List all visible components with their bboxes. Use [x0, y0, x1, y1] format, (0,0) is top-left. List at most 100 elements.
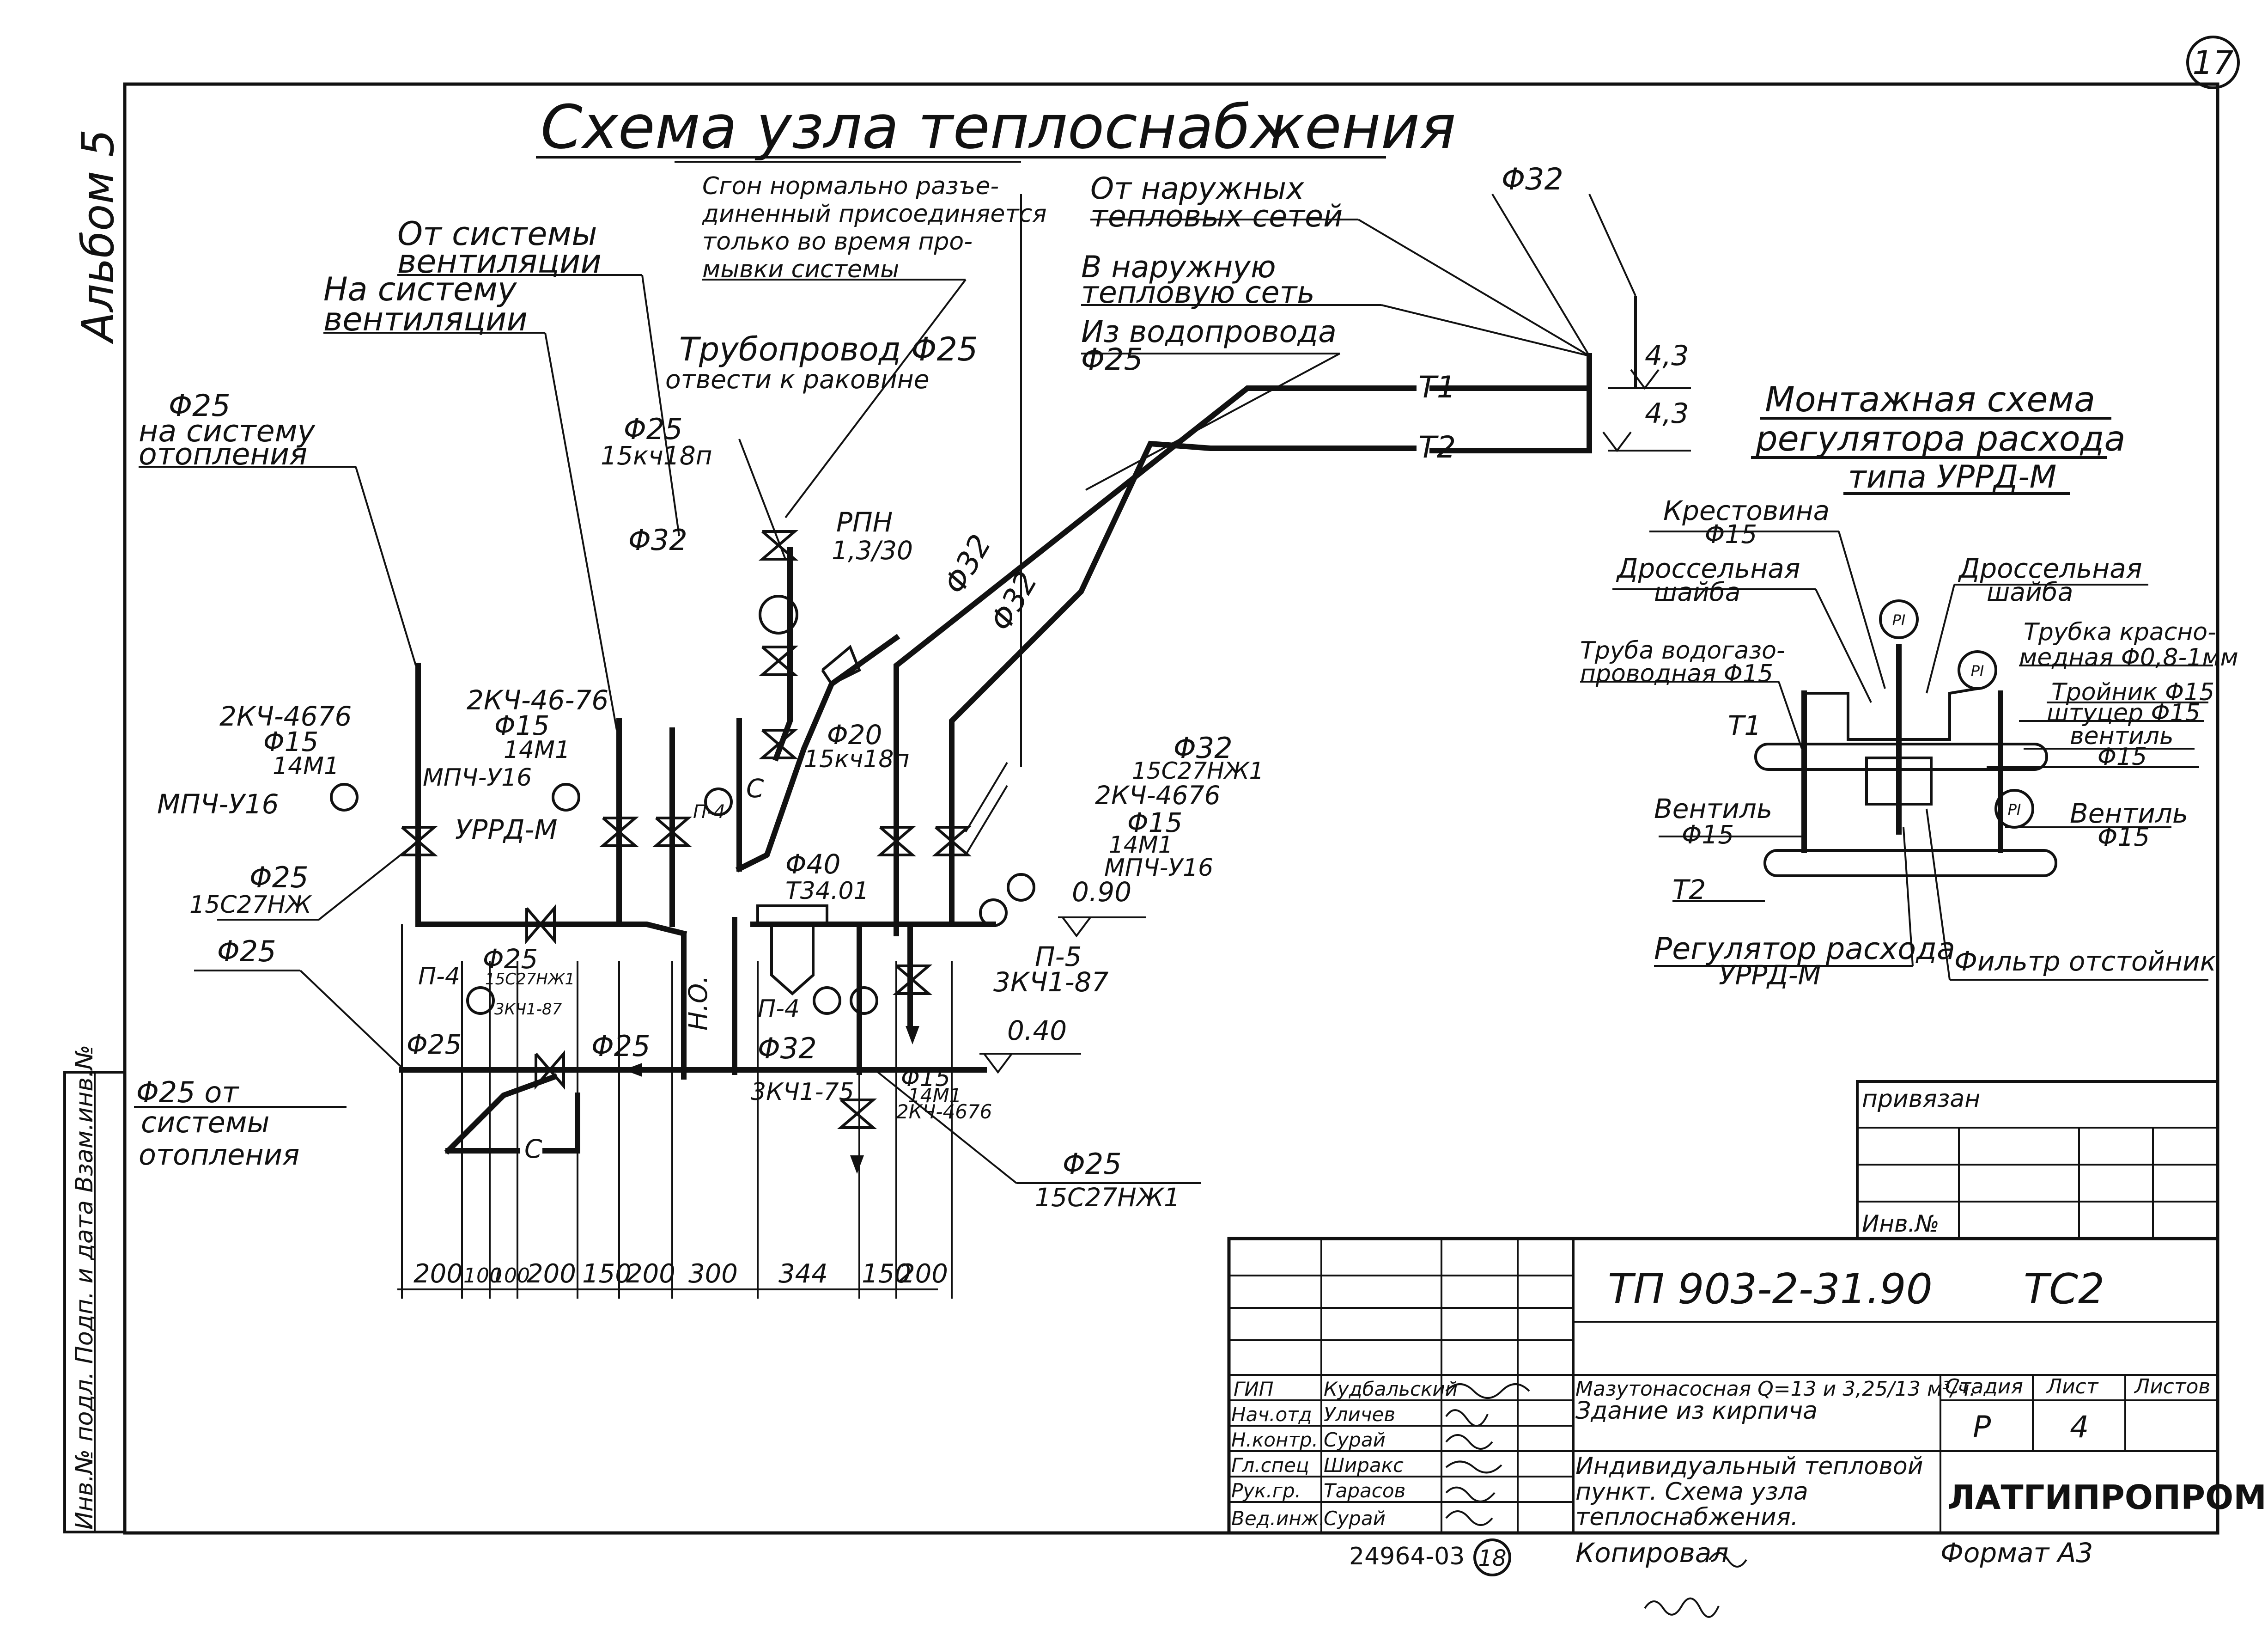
label-phi20: Φ20	[827, 719, 882, 751]
label-15s27nzh1-bot: 15С27НЖ1	[1035, 1183, 1180, 1212]
label-sgon-1: Сгон нормально разъе-	[702, 172, 999, 200]
svg-text:PI: PI	[2008, 801, 2021, 818]
label-elev-040: 0.40	[1007, 1015, 1067, 1046]
label-sgon-2: диненный присоединяется	[702, 200, 1047, 228]
svg-text:PI: PI	[1971, 662, 1984, 680]
header-upper	[415, 922, 687, 937]
label-3kch187b: 3КЧ1-87	[494, 1000, 562, 1019]
label-t2: Т2	[1418, 430, 1456, 465]
svg-text:Трубка красно-: Трубка красно-	[2024, 618, 2216, 646]
stamp-desc-2: Здание из кирпича	[1575, 1397, 1818, 1425]
pipe-t1	[894, 385, 1417, 798]
svg-text:100: 100	[491, 1264, 530, 1288]
label-from-outer-1: От наружных	[1090, 171, 1304, 206]
label-elev-43a: 4,3	[1645, 340, 1689, 372]
svg-text:Н.контр.: Н.контр.	[1231, 1428, 1318, 1451]
svg-text:вентиль: вентиль	[2070, 722, 2174, 750]
label-from-vent-2: вентиляции	[397, 243, 602, 281]
label-phi40: Φ40	[785, 849, 840, 880]
label-15kch18p-b: 15кч18п	[804, 745, 909, 773]
label-p4c: П-4	[693, 801, 725, 823]
stamp-sheet-h: Лист	[2046, 1375, 2099, 1398]
svg-text:Т2: Т2	[1672, 874, 1706, 905]
svg-text:200: 200	[626, 1259, 675, 1289]
stamp-copied: Копировал	[1575, 1537, 1728, 1569]
stamp-desc-1: Мазутонасосная Q=13 и 3,25/13 м³/ч.	[1575, 1377, 1976, 1401]
label-elev-43b: 4,3	[1645, 397, 1689, 430]
label-phi32-bot: Φ32	[758, 1032, 817, 1065]
label-phi15r: Φ15	[1127, 807, 1182, 838]
stamp-desc-4: пункт. Схема узла	[1575, 1478, 1808, 1506]
stamp-stage-h: Стадия	[1945, 1375, 2023, 1398]
side-stamp-text: Инв.№ подл. Подп. и дата Взам.инв.№	[71, 1045, 98, 1530]
svg-text:Труба водогазо-: Труба водогазо-	[1580, 637, 1785, 665]
svg-text:шайба: шайба	[1654, 577, 1740, 607]
svg-text:Уличев: Уличев	[1324, 1403, 1395, 1426]
label-urrd-m: УРРД-М	[455, 814, 558, 845]
svg-text:Вентиль: Вентиль	[2070, 798, 2188, 829]
label-p4a: П-4	[758, 995, 800, 1023]
stamp-code: ТП 903-2-31.90	[1608, 1265, 1933, 1313]
stamp-inv-no: Инв.№	[1862, 1210, 1939, 1237]
label-phi25-from-3: отопления	[139, 1138, 299, 1172]
svg-text:Вед.инж.: Вед.инж.	[1231, 1507, 1325, 1530]
side-stamp: Инв.№ подл. Подп. и дата Взам.инв.№	[63, 1045, 126, 1533]
svg-text:Вентиль: Вентиль	[1654, 793, 1772, 824]
label-phi25-from-2: системы	[141, 1105, 269, 1139]
page-number-circle	[2186, 36, 2240, 89]
label-2kch4676b: 2КЧ-46-76	[467, 684, 608, 716]
label-phi25-mid: Φ25	[483, 943, 538, 975]
svg-text:медная Φ0,8-1мм: медная Φ0,8-1мм	[2019, 644, 2238, 671]
sheet-frame	[123, 82, 2219, 1535]
svg-text:Крестовина: Крестовина	[1663, 495, 1830, 526]
mount-title-2: регулятора расхода	[1755, 418, 2125, 459]
label-phi32-r: Φ32	[1174, 731, 1233, 765]
label-sgon-3: только во время про-	[702, 228, 973, 256]
svg-text:Рук.гр.: Рук.гр.	[1231, 1479, 1301, 1502]
label-to-heating: на систему	[139, 414, 316, 449]
svg-text:Регулятор расхода: Регулятор расхода	[1654, 932, 1955, 966]
label-mpch-r: МПЧ-У16	[1104, 854, 1213, 882]
svg-text:Сурай: Сурай	[1324, 1428, 1386, 1451]
label-to-vent-2: вентиляции	[323, 300, 528, 338]
label-to-outer-2: тепловую сеть	[1081, 275, 1315, 310]
svg-text:Нач.отд: Нач.отд	[1231, 1403, 1312, 1426]
label-phi25-mid2: Φ25	[591, 1029, 651, 1063]
label-phi25-left: Φ25	[217, 934, 276, 968]
label-pipe25-1: Трубопровод Φ25	[679, 330, 978, 368]
svg-text:150: 150	[862, 1259, 911, 1289]
label-phi32-diag2: Φ32	[984, 566, 1045, 637]
label-phi25-from-1: Φ25 от	[136, 1075, 239, 1109]
label-c1: С	[524, 1134, 542, 1164]
svg-text:УРРД-М: УРРД-М	[1719, 959, 1821, 991]
instruments	[330, 595, 1035, 1015]
label-ho: Н.О.	[683, 975, 713, 1031]
label-from-vent-1: От системы	[397, 215, 597, 253]
label-rpn-val: 1,3/30	[832, 536, 913, 565]
svg-text:Сурай: Сурай	[1324, 1507, 1386, 1530]
svg-text:Кудбальский: Кудбальский	[1324, 1378, 1458, 1400]
mount-title-1: Монтажная схема	[1765, 379, 2095, 420]
stamp-sheets-h: Листов	[2134, 1375, 2210, 1398]
label-phi15-bot: Φ15	[901, 1064, 950, 1092]
page-number: 17	[2192, 44, 2233, 82]
pipe-t2	[949, 440, 1417, 798]
svg-text:Т1: Т1	[1728, 710, 1761, 741]
label-3kch187: 3КЧ1-87	[993, 966, 1109, 998]
label-t3401: Т34.01	[785, 877, 869, 905]
svg-text:200: 200	[527, 1259, 576, 1289]
main-labels: Φ25 на систему отопления От системы вент…	[136, 162, 1689, 1212]
stamp-mark: ТС2	[2024, 1265, 2104, 1313]
label-14m1b: 14М1	[504, 736, 570, 764]
stamp-format: Формат А3	[1940, 1537, 2093, 1569]
svg-text:шайба: шайба	[1987, 577, 2073, 607]
label-phi25-bot: Φ25	[1063, 1147, 1122, 1181]
svg-text:200: 200	[899, 1259, 948, 1289]
svg-text:150: 150	[582, 1259, 632, 1289]
label-c2: С	[746, 774, 764, 803]
dimension-values: 200 100 100 200 150 200 300 344 150 200	[413, 1259, 948, 1289]
main-scheme	[134, 161, 1691, 1299]
mount-scheme: Монтажная схема регулятора расхода типа …	[1580, 379, 2238, 991]
svg-text:Ширакс: Ширакс	[1324, 1454, 1404, 1477]
